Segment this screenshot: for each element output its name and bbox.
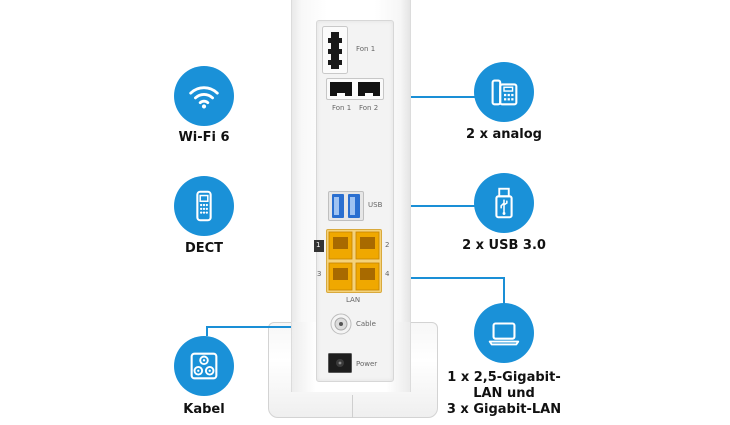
lan-feature-circle	[474, 303, 534, 363]
connector-line-cable	[206, 326, 291, 328]
lan-feature-label-line1: 1 x 2,5-Gigabit-	[447, 370, 561, 385]
wifi-feature-circle	[174, 66, 234, 126]
port-number-1: 1	[316, 241, 321, 249]
port-label-cable: Cable	[356, 320, 376, 328]
cordless-phone-icon	[196, 190, 212, 222]
port-number-2: 2	[385, 241, 390, 249]
port-number-4: 4	[385, 270, 390, 278]
connector-line-usb	[411, 205, 503, 207]
wifi-feature-label: Wi-Fi 6	[178, 130, 230, 145]
port-number-3: 3	[317, 270, 322, 278]
port-label-power: Power	[356, 360, 378, 368]
tae-socket	[322, 26, 348, 74]
lan-badge-icon	[314, 240, 324, 252]
connector-line-lan	[411, 277, 504, 279]
port-label-lan: LAN	[346, 296, 361, 304]
usb-feature-label: 2 x USB 3.0	[462, 238, 546, 253]
port-label-fon1-top: Fon 1	[356, 45, 376, 53]
analog-feature-label: 2 x analog	[466, 127, 542, 142]
port-label-fon1: Fon 1	[332, 104, 352, 112]
desk-phone-icon	[491, 79, 518, 106]
connector-line-analog	[411, 96, 503, 98]
power-socket	[328, 353, 352, 373]
dect-feature-circle	[174, 176, 234, 236]
usb-ports	[328, 191, 364, 221]
cable-feature-label: Kabel	[183, 402, 225, 417]
wifi-icon	[189, 86, 219, 109]
usb-feature-circle	[474, 173, 534, 233]
coax-cable-icon	[190, 352, 218, 380]
rj11-sockets	[326, 78, 384, 100]
lan-feature-label-line2: LAN und	[473, 386, 535, 401]
lan-ports	[326, 229, 382, 293]
port-label-fon2: Fon 2	[359, 104, 379, 112]
connector-line-lan-drop	[503, 277, 505, 305]
cable-feature-circle	[174, 336, 234, 396]
coax-connector	[330, 313, 352, 335]
connector-line-cable-drop	[206, 326, 208, 336]
usb-stick-icon	[495, 187, 513, 219]
analog-feature-circle	[474, 62, 534, 122]
stand-seam	[352, 395, 353, 418]
laptop-icon	[488, 322, 520, 346]
port-label-usb: USB	[368, 201, 383, 209]
lan-feature-label-line3: 3 x Gigabit-LAN	[446, 402, 562, 417]
dect-feature-label: DECT	[184, 241, 224, 256]
